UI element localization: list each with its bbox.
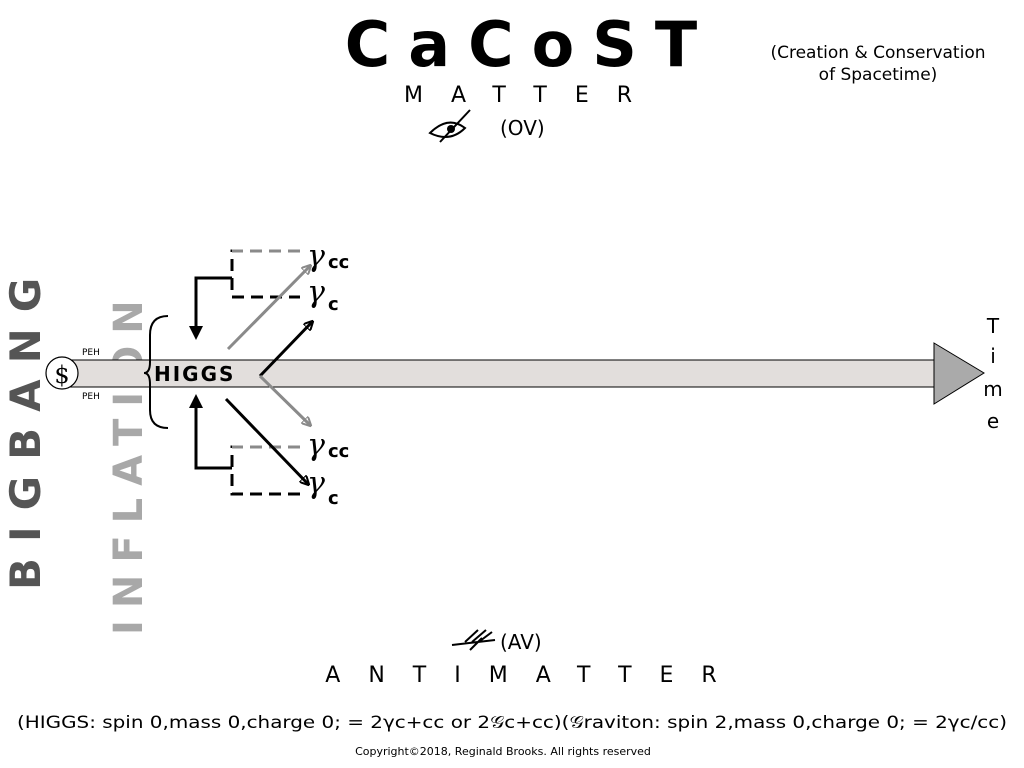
- time-label: T i m e: [983, 314, 1002, 433]
- svg-text:γ: γ: [307, 239, 325, 274]
- svg-text:cc: cc: [328, 252, 349, 273]
- matter-label: MATTER: [404, 83, 660, 108]
- inflation-label: INFLATION: [106, 288, 152, 635]
- bigbang-label: BIGBANG: [1, 262, 50, 590]
- arrow-gamma-cc-top: [226, 266, 310, 351]
- arrow-gamma-c-top: [258, 322, 312, 378]
- hand-icon: [451, 629, 496, 651]
- higgs-label: HIGGS: [154, 362, 235, 386]
- svg-text:e: e: [987, 409, 999, 433]
- arrow-gamma-c-bottom: [224, 397, 308, 484]
- feedback-arrow-top: [189, 276, 232, 340]
- svg-text:γ: γ: [307, 428, 325, 463]
- peh-bottom: PEH: [82, 392, 100, 402]
- svg-text:T: T: [986, 314, 1000, 338]
- svg-text:γ: γ: [307, 466, 325, 501]
- svg-text:γ: γ: [307, 275, 325, 310]
- brace: [143, 315, 169, 429]
- svg-text:cc: cc: [328, 441, 349, 462]
- formula-text: (HIGGS: spin 0,mass 0,charge 0; = 2γc+cc…: [17, 713, 1007, 733]
- svg-text:c: c: [328, 488, 339, 509]
- subtitle-line2: of Spacetime): [819, 65, 938, 85]
- eye-icon: [428, 109, 471, 143]
- time-arrowhead: [933, 342, 985, 405]
- copyright: Copyright©2018, Reginald Brooks. All rig…: [355, 745, 651, 758]
- svg-text:m: m: [983, 377, 1002, 401]
- title: CaCoST: [345, 8, 715, 81]
- svg-text:i: i: [990, 344, 996, 368]
- av-label: (AV): [500, 630, 542, 654]
- singularity-symbol: $: [54, 361, 69, 389]
- peh-top: PEH: [82, 348, 100, 358]
- singularity-circle: [45, 356, 79, 390]
- ov-label: (OV): [500, 116, 545, 140]
- svg-text:c: c: [328, 294, 339, 315]
- arrow-gamma-cc-bottom: [258, 374, 310, 425]
- dashed-box-bottom: [230, 445, 300, 496]
- feedback-arrow-bottom: [189, 394, 232, 470]
- dashed-box-top: [230, 249, 300, 299]
- antimatter-label: ANTIMATTER: [325, 663, 744, 688]
- subtitle-line1: (Creation & Conservation: [770, 43, 985, 63]
